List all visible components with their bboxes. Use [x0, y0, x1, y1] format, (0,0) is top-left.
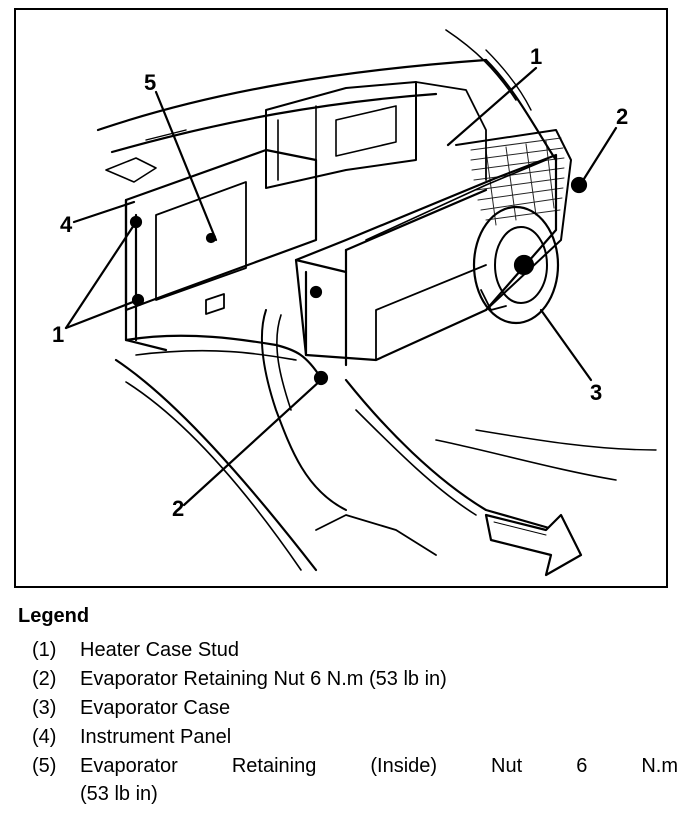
legend-item-text: Evaporator Retaining (Inside) Nut 6 N.m [80, 755, 678, 777]
legend-item: (3) Evaporator Case [32, 694, 678, 723]
legend-item-number: (2) [32, 668, 57, 690]
legend-item-number: (5) [32, 755, 57, 777]
legend-list: (1) Heater Case Stud (2) Evaporator Reta… [18, 636, 678, 781]
legend-item: (1) Heater Case Stud [32, 636, 678, 665]
legend-item-continuation: (53 lb in) [80, 783, 158, 805]
legend-item-text: Instrument Panel [80, 726, 232, 748]
legend-item-text: Evaporator Case [80, 697, 231, 719]
callout-2-bottom: 2 [172, 496, 185, 521]
callout-2-right: 2 [616, 104, 629, 129]
callout-3: 3 [590, 380, 603, 405]
legend-item-text: Evaporator Retaining Nut 6 N.m (53 lb in… [80, 668, 447, 690]
callout-1-top: 1 [530, 44, 543, 69]
callout-5: 5 [144, 70, 157, 95]
callout-1-left: 1 [52, 322, 65, 347]
legend-item-text: Heater Case Stud [80, 639, 239, 661]
legend-title: Legend [18, 605, 90, 627]
diagram-figure: 1 2 5 4 1 3 2 [14, 8, 668, 588]
evaporator-line-drawing [64, 29, 657, 577]
legend-item: (4) Instrument Panel [32, 723, 678, 752]
legend-item-number: (1) [32, 639, 57, 661]
legend-item: (5) Evaporator Retaining (Inside) Nut 6 … [32, 752, 678, 781]
callout-4: 4 [60, 212, 73, 237]
legend: Legend (1) Heater Case Stud (2) Evaporat… [18, 604, 678, 807]
legend-item-number: (3) [32, 697, 57, 719]
legend-item-number: (4) [32, 726, 57, 748]
legend-item: (2) Evaporator Retaining Nut 6 N.m (53 l… [32, 665, 678, 694]
